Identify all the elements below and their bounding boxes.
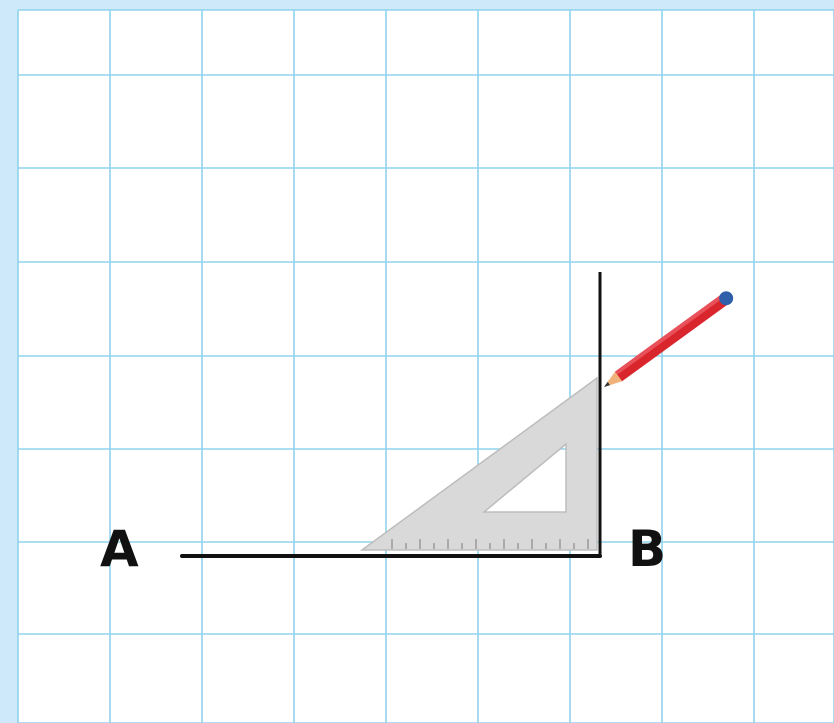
set-square-scale-ticks bbox=[391, 539, 589, 549]
point-a-label: A bbox=[100, 520, 139, 578]
point-b-label: B bbox=[628, 520, 666, 578]
set-square-icon bbox=[359, 376, 598, 551]
pencil-icon bbox=[604, 291, 734, 387]
grid-paper bbox=[18, 10, 834, 723]
grid-lines bbox=[17, 9, 834, 723]
